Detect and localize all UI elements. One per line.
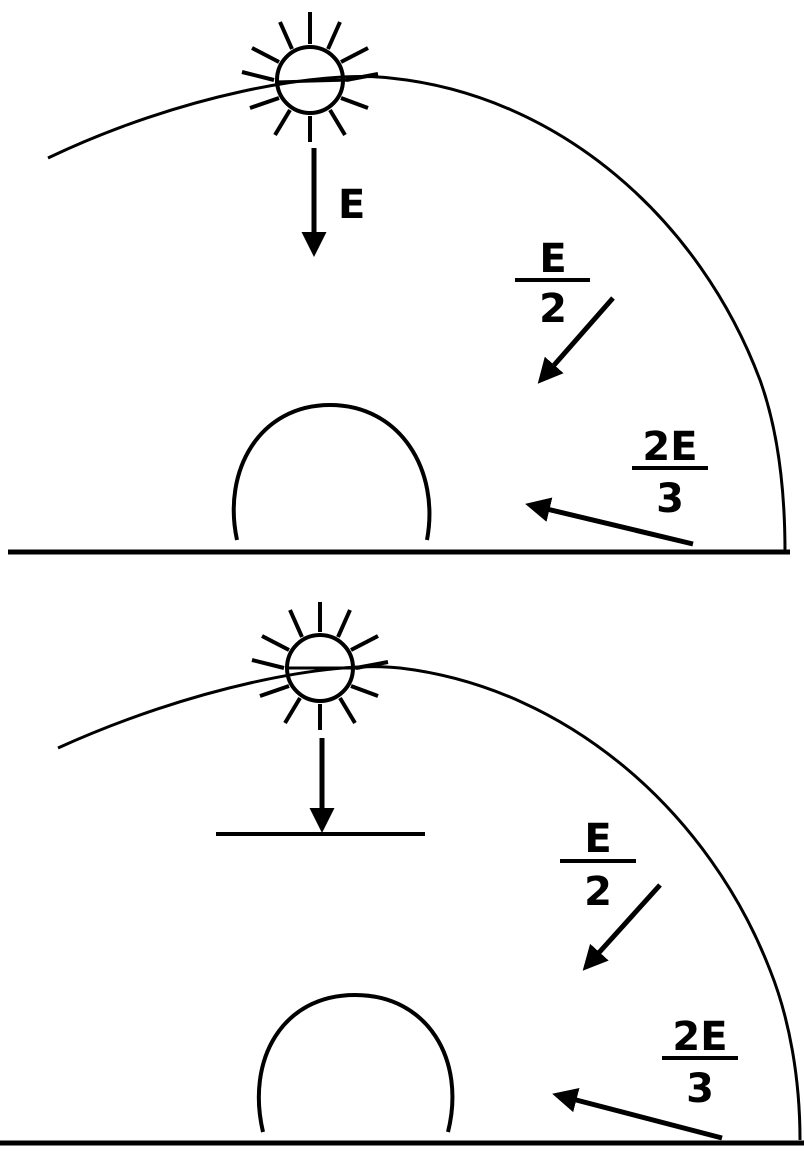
horizon-label-numerator: 2E <box>642 424 697 470</box>
sun-icon <box>251 602 389 730</box>
diffuse-irradiance-arrow <box>537 296 615 384</box>
diffuse-label-denominator: 2 <box>584 869 612 915</box>
diffuse-label-numerator: E <box>584 816 611 862</box>
sky-dome-arc <box>57 665 802 1141</box>
diffuse-irradiance-arrow <box>582 883 662 971</box>
diffuse-label-denominator: 2 <box>539 286 567 332</box>
panel-bottom: E 2 2E 3 <box>0 602 804 1146</box>
panel-top: E E 2 2E 3 <box>8 12 790 555</box>
body-semicircle <box>231 402 432 541</box>
horizon-label-denominator: 3 <box>686 1066 714 1112</box>
horizon-irradiance-arrow <box>525 497 694 547</box>
sky-dome-arc <box>47 75 787 553</box>
horizon-label-denominator: 3 <box>656 476 684 522</box>
body-semicircle <box>256 992 455 1133</box>
sun-icon <box>241 12 379 142</box>
direct-irradiance-label: E <box>338 182 365 228</box>
horizon-label-numerator: 2E <box>672 1014 727 1060</box>
horizon-irradiance-arrow <box>552 1087 723 1141</box>
diffuse-label-numerator: E <box>539 236 566 282</box>
